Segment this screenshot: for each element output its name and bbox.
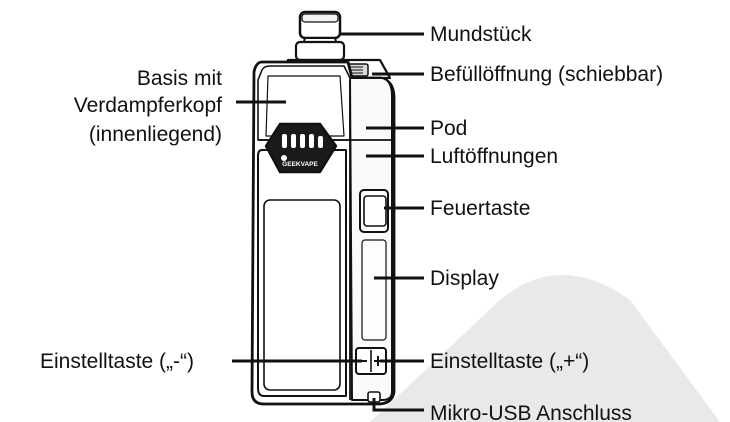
vape-device: GEEKVAPE: [250, 10, 396, 406]
display-screen: [361, 239, 387, 341]
labels: Mundstück Befüllöffnung (schiebbar) Basi…: [40, 23, 663, 422]
label-adjust-minus: Einstelltaste („-“): [40, 350, 194, 373]
label-mouthpiece: Mundstück: [430, 23, 532, 46]
label-fire-button: Feuertaste: [430, 197, 530, 220]
fire-button[interactable]: [359, 189, 389, 233]
front-inset: [263, 199, 341, 391]
label-adjust-plus: Einstelltaste („+“): [430, 350, 589, 373]
leader-usb: [372, 398, 424, 412]
label-base-line2: Verdampferkopf: [74, 94, 222, 117]
background-watermark: [370, 275, 720, 422]
mouthpiece: [294, 10, 346, 62]
label-fill-port: Befüllöffnung (schiebbar): [430, 63, 663, 86]
leader-lines: [232, 32, 424, 412]
label-usb: Mikro-USB Anschluss: [430, 402, 632, 422]
label-display: Display: [430, 267, 499, 290]
pod-window: [265, 75, 345, 137]
air-holes-badge: GEEKVAPE: [264, 122, 338, 174]
brand-logo-text: GEEKVAPE: [282, 161, 318, 168]
label-air-holes: Luftöffnungen: [430, 145, 558, 168]
label-base-line3: (innenliegend): [89, 123, 222, 146]
label-pod: Pod: [430, 117, 467, 140]
label-base-line1: Basis mit: [137, 67, 222, 90]
